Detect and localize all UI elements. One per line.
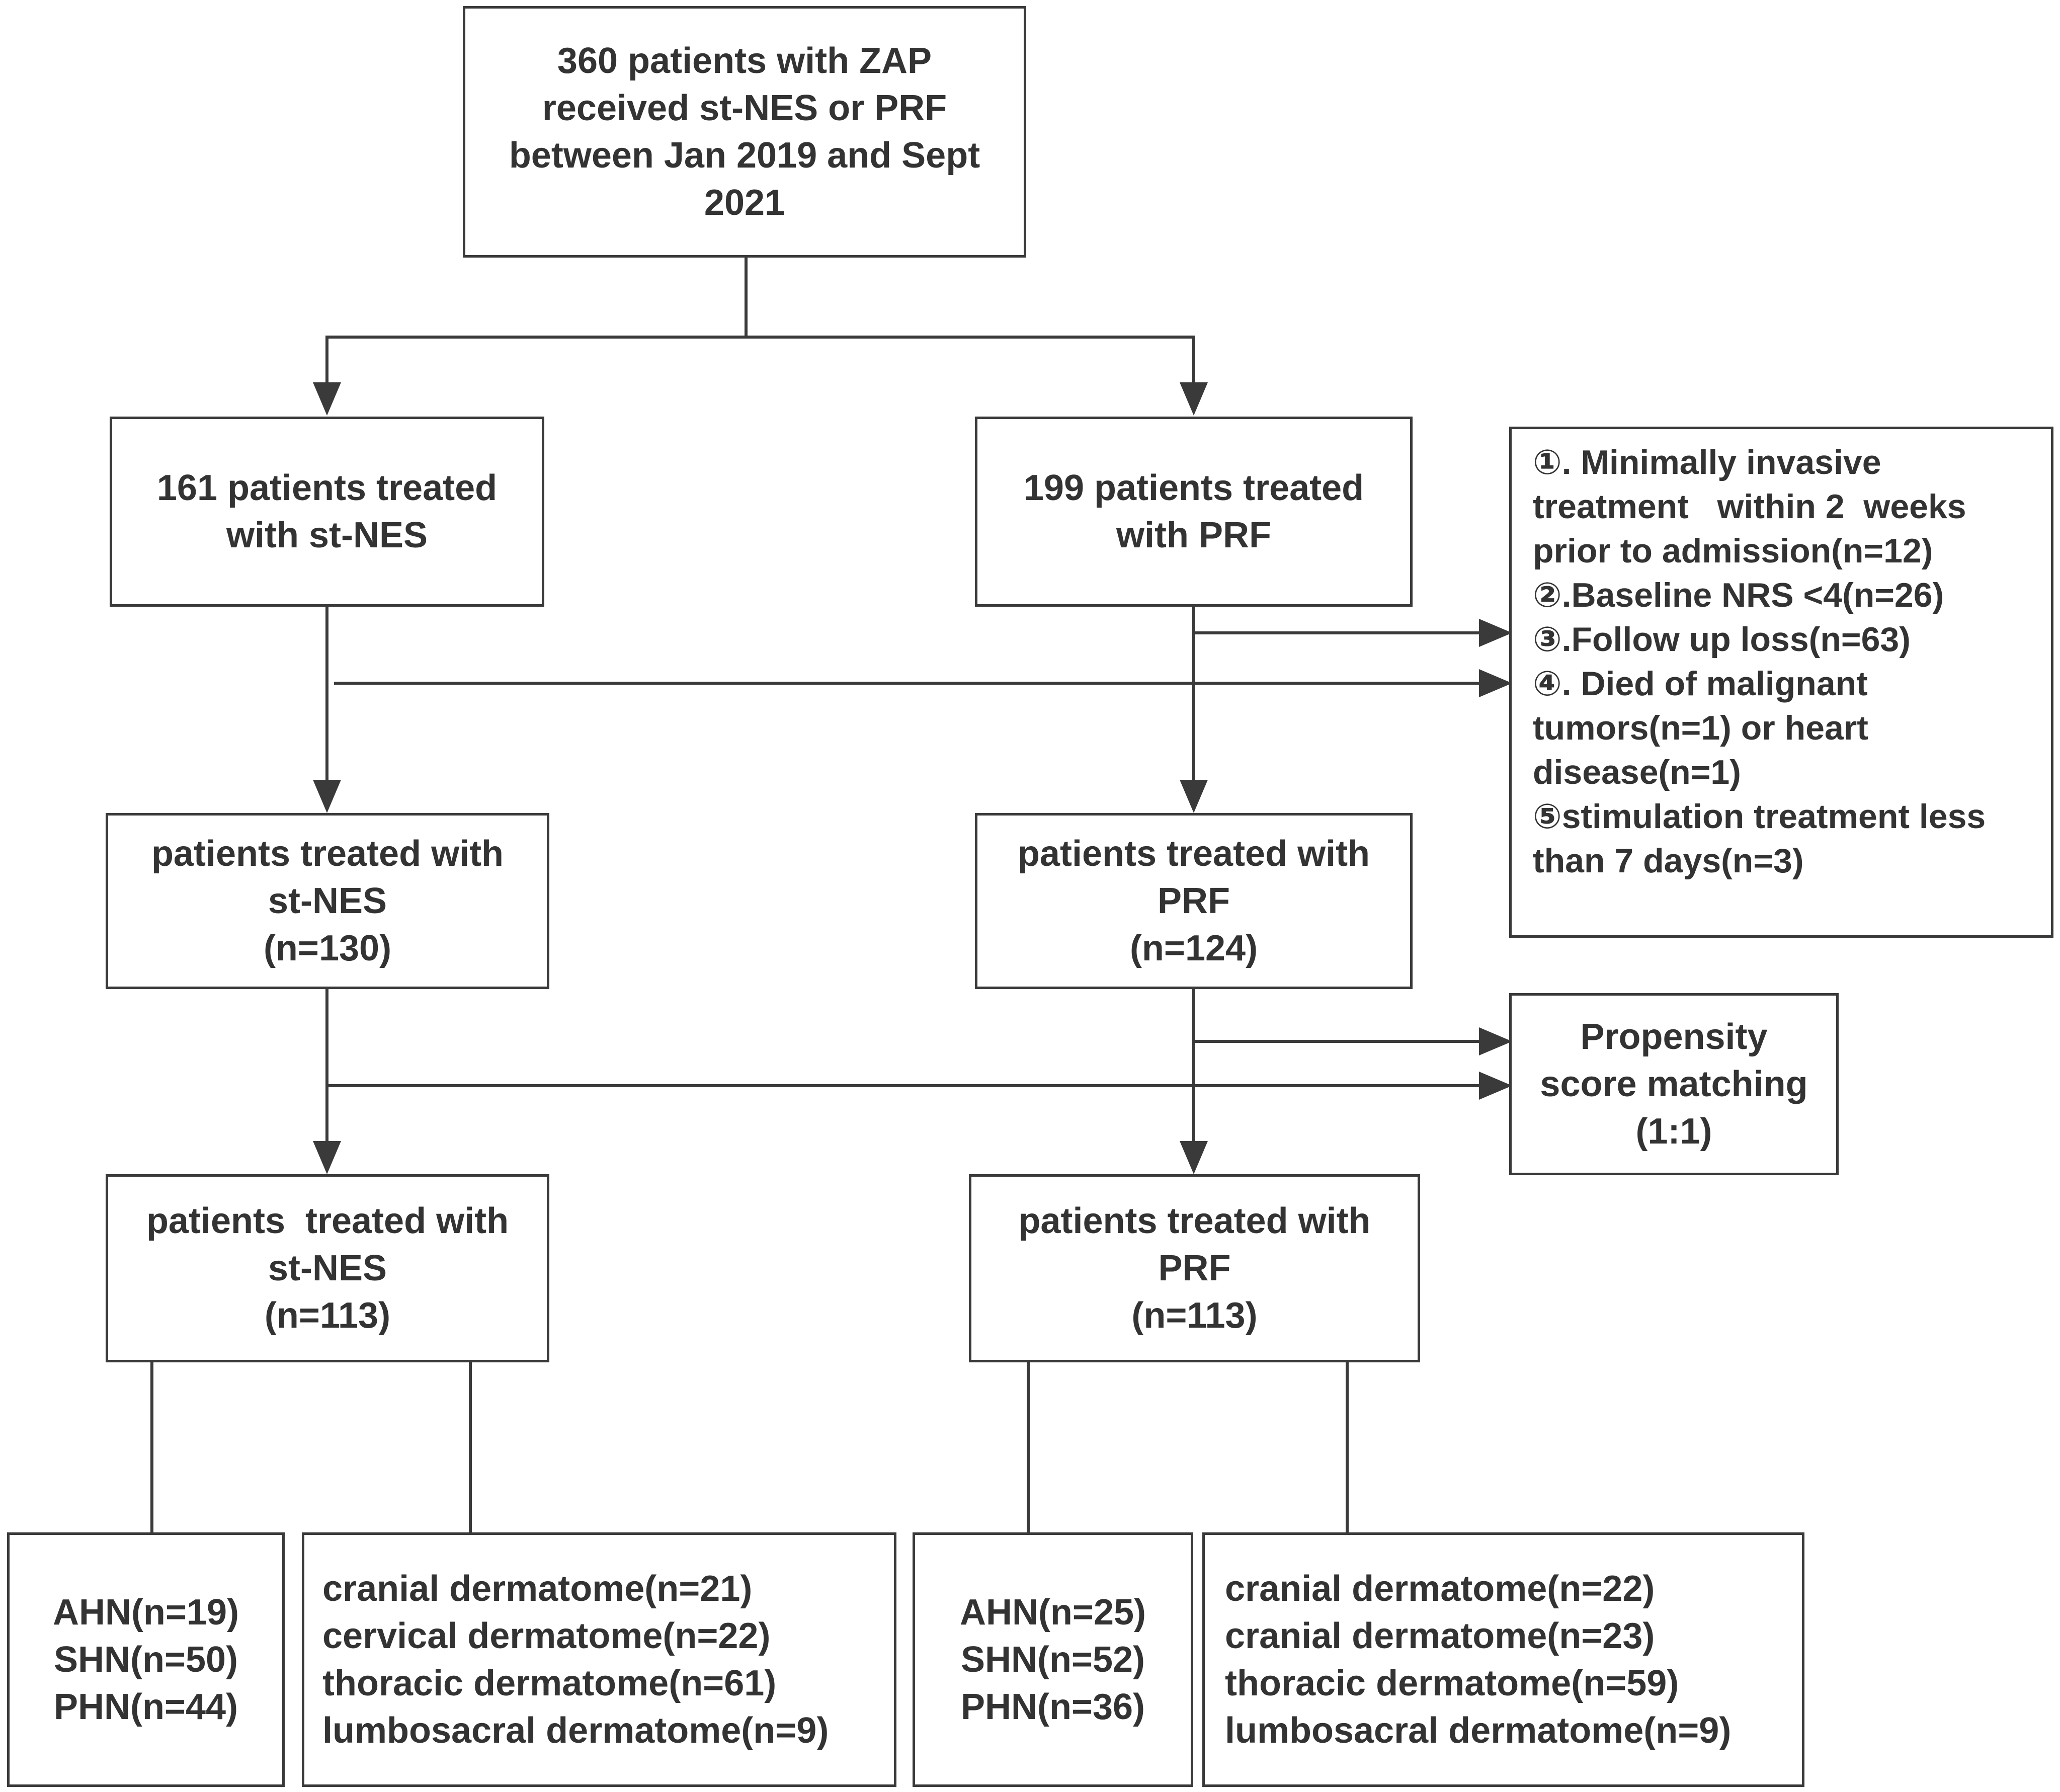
propensity-score-matching-box: Propensity score matching (1:1)	[1509, 993, 1839, 1175]
exclusion-line-4: ②.Baseline NRS <4(n=26)	[1533, 576, 1944, 614]
prf-matched-line-3: (n=113)	[1131, 1295, 1258, 1336]
arrow-head	[313, 780, 341, 813]
start-box: 360 patients with ZAP received st-NES or…	[463, 6, 1026, 258]
arrow-head	[1479, 1072, 1512, 1100]
connector-start-to-prf	[746, 336, 1195, 382]
stnes-type-line-1: AHN(n=19)	[52, 1592, 239, 1633]
stnes-included-line-1: patients treated with	[151, 834, 504, 874]
prf-dermatome-box: cranial dermatome(n=22) cranial dermatom…	[1202, 1532, 1804, 1787]
exclusion-line-2: treatment within 2 weeks	[1533, 487, 1966, 526]
psm-line-1: Propensity	[1580, 1017, 1768, 1057]
start-line-2: received st-NES or PRF	[542, 88, 947, 128]
prf-dermatome-line-4: lumbosacral dermatome(n=9)	[1225, 1710, 1732, 1751]
exclusion-line-8: disease(n=1)	[1533, 753, 1741, 791]
exclusion-line-3: prior to admission(n=12)	[1533, 532, 1933, 570]
stnes-included-line-3: (n=130)	[263, 928, 392, 968]
exclusion-line-6: ④. Died of malignant	[1533, 665, 1868, 703]
stnes-dermatome-line-3: thoracic dermatome(n=61)	[322, 1663, 777, 1703]
prf-included-line-1: patients treated with	[1017, 834, 1370, 874]
stnes-included-line-2: st-NES	[268, 881, 387, 921]
stnes-type-line-3: PHN(n=44)	[53, 1687, 238, 1727]
stnes-herpes-type-box: AHN(n=19) SHN(n=50) PHN(n=44)	[7, 1532, 285, 1787]
arrow-head	[1479, 669, 1512, 697]
exclusion-line-1: ①. Minimally invasive	[1533, 443, 1881, 481]
stnes-dermatome-box: cranial dermatome(n=21) cervical dermato…	[302, 1532, 896, 1787]
exclusion-line-10: than 7 days(n=3)	[1533, 842, 1804, 880]
exclusion-line-5: ③.Follow up loss(n=63)	[1533, 620, 1911, 659]
psm-line-3: (1:1)	[1635, 1111, 1712, 1152]
stnes-dermatome-line-4: lumbosacral dermatome(n=9)	[322, 1710, 829, 1751]
connector-start-split	[325, 258, 748, 382]
prf-total-line-1: 199 patients treated	[1023, 468, 1364, 508]
stnes-total-line-2: with st-NES	[226, 515, 428, 555]
stnes-matched-line-2: st-NES	[268, 1248, 387, 1288]
prf-dermatome-line-3: thoracic dermatome(n=59)	[1225, 1663, 1679, 1703]
prf-dermatome-line-2: cranial dermatome(n=23)	[1225, 1616, 1655, 1656]
stnes-dermatome-line-2: cervical dermatome(n=22)	[322, 1616, 771, 1656]
arrow-head	[1479, 619, 1512, 647]
start-line-1: 360 patients with ZAP	[557, 41, 932, 81]
stnes-matched-box: patients treated with st-NES (n=113)	[106, 1174, 549, 1362]
prf-total-box: 199 patients treated with PRF	[975, 417, 1413, 607]
stnes-total-box: 161 patients treated with st-NES	[110, 417, 544, 607]
prf-dermatome-line-1: cranial dermatome(n=22)	[1225, 1569, 1655, 1609]
prf-matched-line-2: PRF	[1158, 1248, 1231, 1288]
exclusion-line-7: tumors(n=1) or heart	[1533, 709, 1868, 747]
prf-included-line-3: (n=124)	[1129, 928, 1258, 968]
stnes-total-line-1: 161 patients treated	[156, 468, 498, 508]
arrow-head	[1180, 382, 1208, 416]
prf-matched-line-1: patients treated with	[1018, 1201, 1371, 1241]
stnes-dermatome-line-1: cranial dermatome(n=21)	[322, 1569, 753, 1609]
stnes-matched-line-3: (n=113)	[264, 1295, 391, 1336]
prf-matched-box: patients treated with PRF (n=113)	[969, 1174, 1420, 1362]
start-line-3: between Jan 2019 and Sept	[509, 135, 980, 176]
arrow-head	[1479, 1027, 1512, 1055]
arrow-head	[313, 1141, 341, 1174]
arrow-head	[313, 382, 341, 416]
stnes-matched-line-1: patients treated with	[146, 1201, 509, 1241]
prf-total-line-2: with PRF	[1116, 515, 1271, 555]
arrow-head	[1180, 780, 1208, 813]
start-line-4: 2021	[704, 183, 785, 223]
psm-line-2: score matching	[1540, 1064, 1808, 1104]
prf-type-line-2: SHN(n=52)	[960, 1640, 1145, 1680]
prf-type-line-1: AHN(n=25)	[959, 1592, 1146, 1633]
stnes-included-box: patients treated with st-NES (n=130)	[106, 813, 549, 989]
arrow-head	[1180, 1141, 1208, 1174]
prf-included-line-2: PRF	[1158, 881, 1230, 921]
stnes-type-line-2: SHN(n=50)	[53, 1640, 238, 1680]
prf-herpes-type-box: AHN(n=25) SHN(n=52) PHN(n=36)	[913, 1532, 1193, 1787]
exclusion-criteria-box: ①. Minimally invasive treatment within 2…	[1509, 427, 2053, 938]
prf-included-box: patients treated with PRF (n=124)	[975, 813, 1413, 989]
prf-type-line-3: PHN(n=36)	[960, 1687, 1145, 1727]
exclusion-line-9: ⑤stimulation treatment less	[1533, 797, 1986, 836]
